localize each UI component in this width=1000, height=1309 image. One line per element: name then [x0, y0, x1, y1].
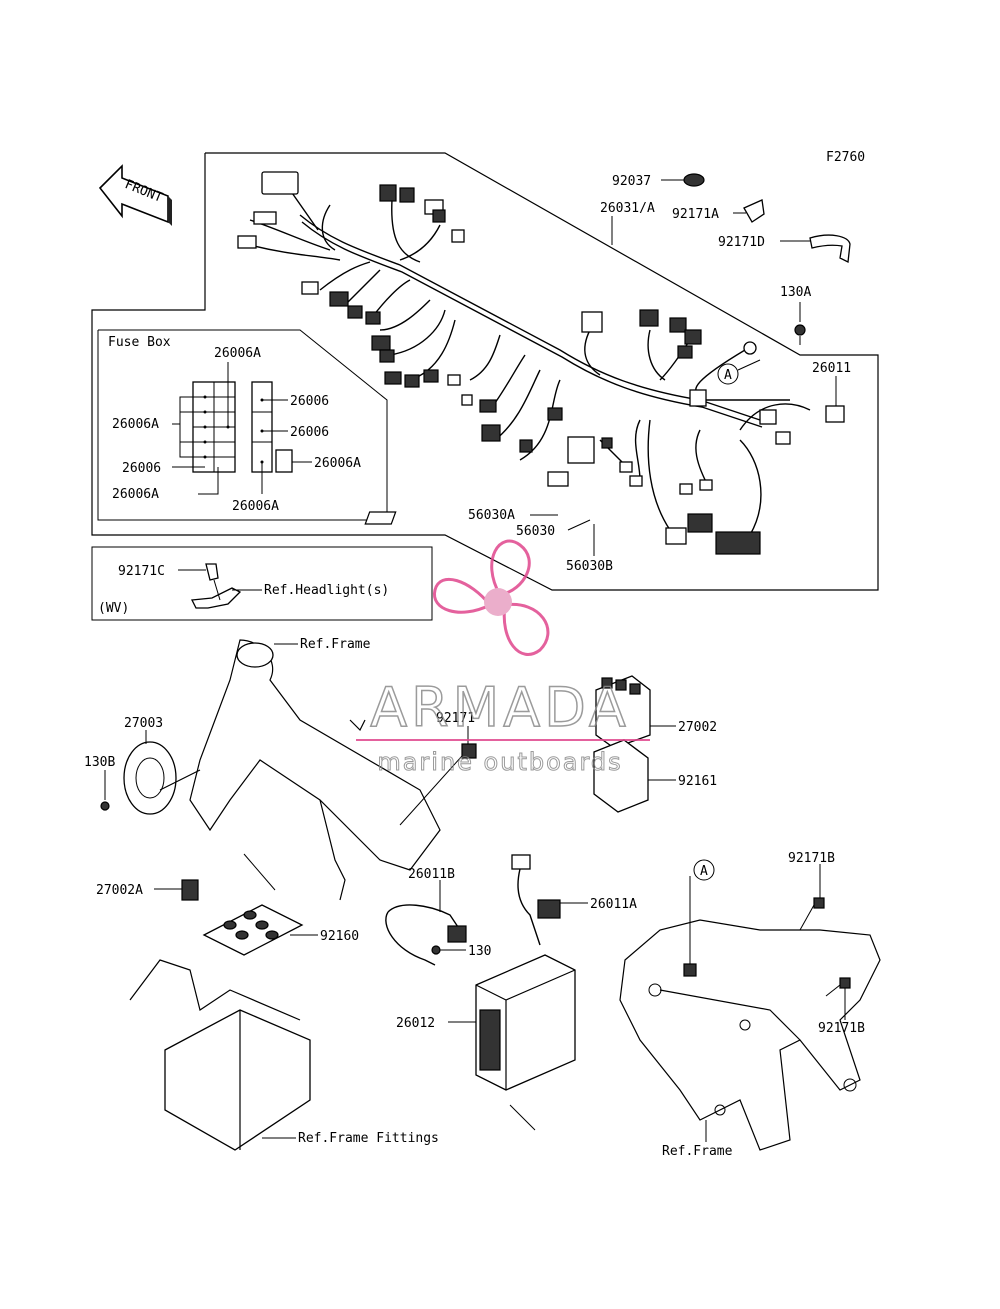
relay-27002a — [181, 879, 199, 901]
wv-inset: 92171C Ref.Headlight(s) (WV) — [91, 546, 433, 621]
callout-56030b: 56030B — [566, 559, 613, 574]
watermark-brand: ARMADA — [370, 676, 630, 739]
callout-27002: 27002 — [678, 720, 717, 735]
clamp-92171d — [809, 234, 851, 263]
fuse-box-inset: Fuse Box — [97, 329, 388, 521]
callout-92171b-upper: 92171B — [788, 851, 835, 866]
relay-92171 — [461, 743, 477, 759]
watermark-tagline: marine outboards — [377, 748, 622, 776]
callout-92037: 92037 — [612, 174, 651, 189]
wv-tag: (WV) — [98, 601, 129, 616]
connector-26011a — [537, 899, 561, 919]
frame-front-assembly: Ref.Frame 27003 130B 92171 27002 92161 — [84, 637, 717, 901]
clamp-92171b-lower — [839, 977, 851, 989]
battery-26012 — [475, 954, 576, 1091]
frame-rear-assembly: A 92171B 92171B Ref.Frame — [619, 851, 881, 1159]
fuse-label-left-c: 26006A — [112, 487, 159, 502]
callout-56030: 56030 — [516, 524, 555, 539]
circle-a-upper-label: A — [724, 368, 732, 383]
bolt-130a — [794, 324, 806, 336]
grommet-92037 — [683, 173, 705, 187]
bracket-92171c — [205, 563, 219, 581]
ref-frame-fittings: Ref.Frame Fittings — [298, 1131, 439, 1146]
clamp-92171a — [743, 199, 765, 223]
callout-130b: 130B — [84, 755, 115, 770]
callout-27002a: 27002A — [96, 883, 143, 898]
callout-92171b-lower: 92171B — [818, 1021, 865, 1036]
ref-headlight: Ref.Headlight(s) — [264, 583, 389, 598]
label-56030a — [364, 511, 397, 525]
front-arrow-icon: FRONT — [98, 164, 172, 226]
callout-26011: 26011 — [812, 361, 851, 376]
clamp-92171b-upper — [813, 897, 825, 909]
figure-code: F2760 — [826, 150, 865, 165]
battery-assembly: 26011B 130 26011A 26012 — [385, 854, 637, 1131]
fuse-label-top: 26006A — [214, 346, 261, 361]
fuse-label-bottom: 26006A — [232, 499, 279, 514]
propeller-logo-icon — [433, 539, 550, 656]
connector-26011a-top — [511, 854, 531, 870]
fuse-block — [192, 381, 293, 473]
callout-92161: 92161 — [678, 774, 717, 789]
circle-a-lower-label: A — [700, 864, 708, 879]
fuse-label-right-2: 26006 — [290, 425, 329, 440]
callout-26031a: 26031/A — [600, 201, 655, 216]
headlight-bracket — [190, 587, 242, 609]
callout-92171: 92171 — [436, 711, 475, 726]
callout-130a: 130A — [780, 285, 811, 300]
fuse-label-left-b: 26006 — [122, 461, 161, 476]
small-parts-upper-right: 92037 26031/A 92171A 92171D 130A 26011 A… — [364, 173, 851, 574]
harness-outline — [91, 152, 879, 591]
connector-26011b — [447, 925, 467, 943]
callout-26012: 26012 — [396, 1016, 435, 1031]
callout-26011a: 26011A — [590, 897, 637, 912]
callout-27003: 27003 — [124, 716, 163, 731]
callout-92171d: 92171D — [718, 235, 765, 250]
callout-92160: 92160 — [320, 929, 359, 944]
callout-26011b: 26011B — [408, 867, 455, 882]
clamp-a-location — [683, 963, 697, 977]
battery-case-assembly: 27002A 92160 Ref.Frame Fittings — [96, 853, 439, 1151]
callout-92171c: 92171C — [118, 564, 165, 579]
callout-130: 130 — [468, 944, 491, 959]
ref-frame-lower: Ref.Frame — [662, 1144, 733, 1159]
bolt-130b — [100, 801, 110, 811]
steering-head — [236, 642, 274, 668]
fuse-label-right-3: 26006A — [314, 456, 361, 471]
circle-a-upper — [717, 363, 739, 385]
fuse-label-right-1: 26006 — [290, 394, 329, 409]
pad-92160 — [202, 904, 304, 956]
bolt-130 — [431, 945, 441, 955]
battery-box — [164, 1009, 311, 1151]
callout-92171a: 92171A — [672, 207, 719, 222]
ref-frame-upper: Ref.Frame — [300, 637, 371, 652]
armada-watermark: ARMADA marine outboards — [356, 539, 650, 777]
ecu-27002 — [595, 675, 651, 749]
fuse-box-title: Fuse Box — [108, 335, 171, 350]
horn-27003 — [123, 741, 177, 815]
main-wiring-harness — [237, 171, 845, 555]
circle-a-lower — [693, 859, 715, 881]
fuse-label-left-a: 26006A — [112, 417, 159, 432]
callout-56030a: 56030A — [468, 508, 515, 523]
